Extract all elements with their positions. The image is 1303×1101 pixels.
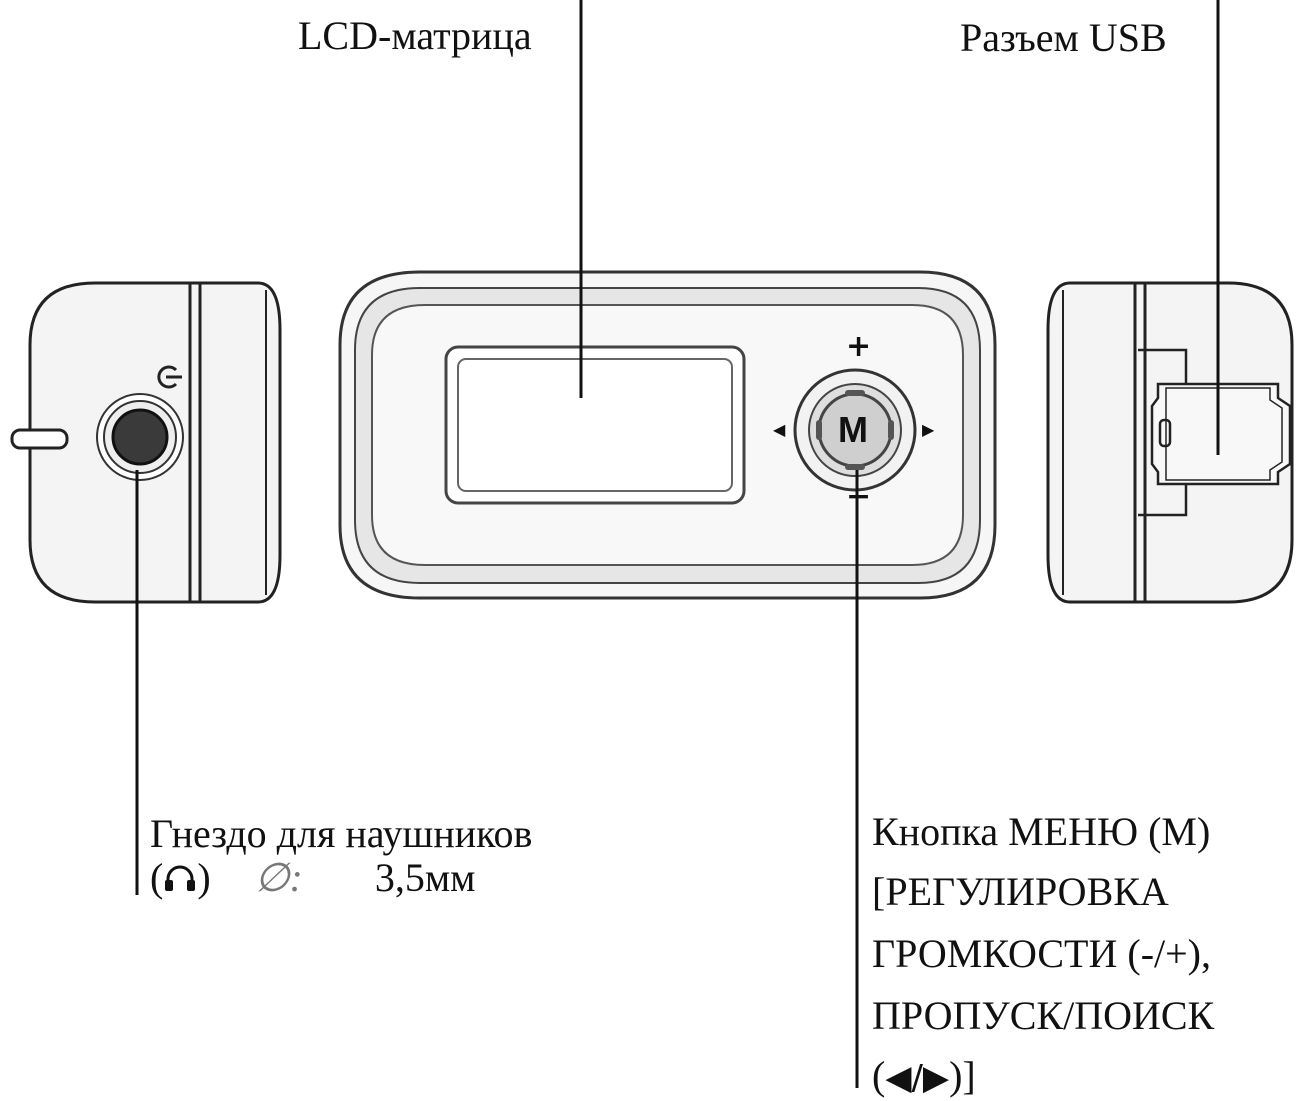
menu-button-label[interactable]: M (838, 409, 868, 450)
skip-back-icon[interactable]: ◀ (773, 420, 786, 439)
usb-connector (1138, 348, 1292, 517)
headphone-jack (96, 393, 184, 481)
bracket-close: )] (949, 1053, 976, 1098)
skip-arrows-icon: ◀/▶ (885, 1058, 950, 1098)
paren-open: ( (872, 1053, 886, 1098)
lcd-label: LCD-матрица (298, 13, 532, 58)
headphone-symbol-icon (157, 365, 182, 389)
headphones-icon (163, 860, 197, 891)
menu-button-label-line5: (◀/▶)] (872, 1053, 976, 1099)
leader-lines (135, 0, 1220, 1088)
menu-button-label-line3: ГРОМКОСТИ (-/+), (872, 931, 1212, 976)
skip-forward-icon[interactable]: ▶ (922, 420, 935, 439)
menu-button-assembly[interactable] (793, 368, 917, 492)
menu-button-label-line4: ПРОПУСК/ПОИСК (872, 993, 1215, 1038)
lcd-screen (444, 345, 746, 505)
diameter-symbol: ∅: (254, 855, 303, 900)
usb-label: Разъем USB (960, 15, 1167, 60)
volume-up-icon[interactable]: + (846, 329, 872, 364)
menu-button-label-line1: Кнопка МЕНЮ (М) (872, 809, 1211, 854)
headphone-jack-label: Гнездо для наушников (150, 811, 533, 856)
paren-close: ) (197, 855, 211, 900)
headphone-jack-spec: () ∅: 3,5мм (150, 858, 475, 898)
paren-open: ( (150, 855, 164, 900)
jack-diameter-value: 3,5мм (374, 855, 476, 900)
volume-down-icon[interactable]: − (846, 479, 872, 514)
menu-button-label-line2: [РЕГУЛИРОВКА (872, 869, 1169, 914)
